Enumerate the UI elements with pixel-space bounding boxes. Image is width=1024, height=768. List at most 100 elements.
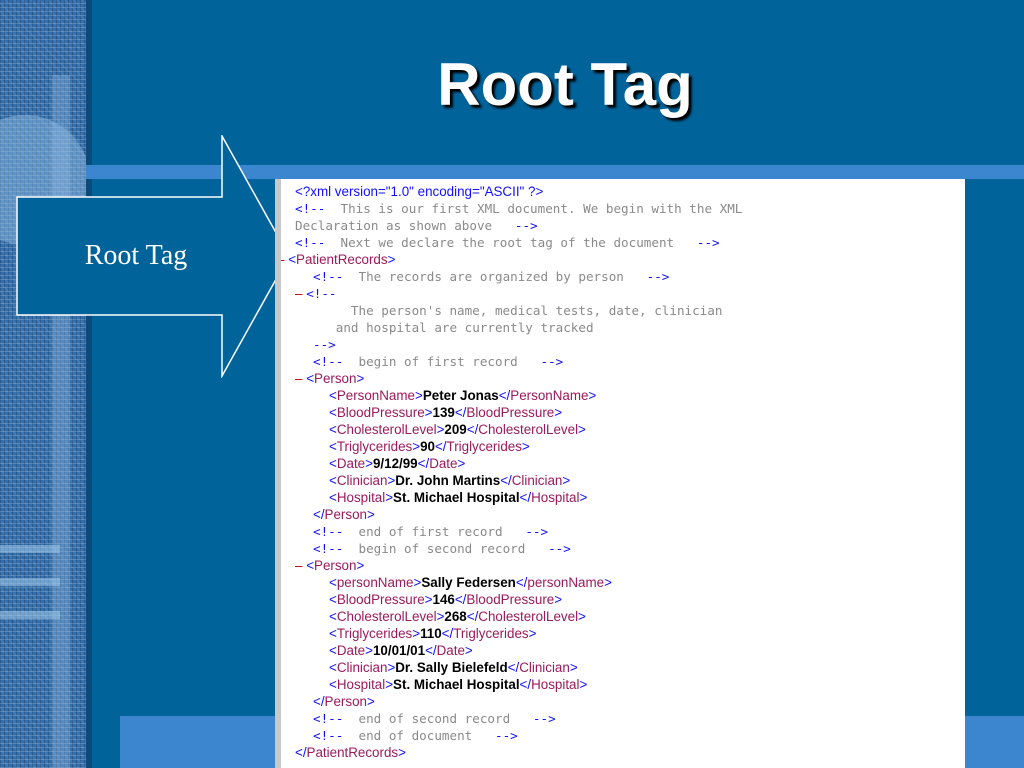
element-tag: Date — [336, 456, 366, 471]
comment-open: <!-- — [295, 235, 326, 250]
hospital-value: St. Michael Hospital — [393, 490, 520, 505]
element-tag: personName — [336, 575, 414, 590]
collapse-toggle[interactable]: – — [295, 558, 303, 573]
collapse-toggle[interactable]: – — [277, 252, 285, 267]
comment-close: --> — [525, 524, 549, 539]
comment-open: <!-- — [313, 541, 344, 556]
blood-pressure-value: 139 — [432, 405, 455, 420]
element-tag: Hospital — [531, 490, 580, 505]
element-tag: BloodPressure — [336, 405, 425, 420]
comment-close: --> — [514, 218, 538, 233]
person-tag: Person — [314, 371, 357, 386]
xml-line: <!-- end of second record --> — [295, 710, 742, 727]
xml-line: <personName>Sally Federsen</personName> — [329, 575, 612, 590]
element-tag: Date — [436, 643, 465, 658]
element-tag: Triglycerides — [336, 439, 413, 454]
comment-text: The person's name, medical tests, date, … — [313, 303, 723, 318]
xml-line: <Date>9/12/99</Date> — [329, 456, 466, 471]
decorative-stripe — [86, 165, 1024, 179]
comment-open: <!-- — [313, 711, 344, 726]
xml-line: <Date>10/01/01</Date> — [329, 643, 473, 658]
comment-close: --> — [540, 354, 564, 369]
xml-line: – <Person> — [295, 371, 365, 386]
xml-line: <!-- end of first record --> — [295, 523, 742, 540]
xml-line: <!-- begin of first record --> — [295, 353, 742, 370]
xml-line: – <!-- — [295, 285, 742, 302]
person-name-value: Peter Jonas — [422, 388, 499, 403]
xml-line: <!-- end of document --> — [295, 727, 742, 744]
comment-text: begin of second record — [343, 541, 549, 556]
element-tag: Hospital — [336, 490, 386, 505]
element-tag: BloodPressure — [466, 405, 555, 420]
clinician-value: Dr. Sally Bielefeld — [395, 660, 508, 675]
xml-line: – <PatientRecords> — [277, 252, 396, 267]
comment-open: <!-- — [313, 269, 344, 284]
xml-line: The person's name, medical tests, date, … — [295, 302, 742, 319]
date-value: 9/12/99 — [372, 456, 418, 471]
xml-line: <BloodPressure>139</BloodPressure> — [329, 405, 563, 420]
element-tag: Clinician — [519, 660, 570, 675]
cholesterol-value: 209 — [444, 422, 467, 437]
xml-line: and hospital are currently tracked — [295, 319, 742, 336]
element-tag: Triglycerides — [446, 439, 522, 454]
xml-line: <?xml version="1.0" encoding="ASCII" ?> — [295, 183, 742, 200]
collapse-toggle[interactable]: – — [295, 286, 303, 301]
blood-pressure-value: 146 — [432, 592, 455, 607]
element-tag: Hospital — [336, 677, 386, 692]
comment-open: <!-- — [313, 728, 344, 743]
xml-line: <!-- This is our first XML document. We … — [295, 200, 742, 217]
xml-line: <!-- The records are organized by person… — [295, 268, 742, 285]
comment-close: --> — [646, 269, 670, 284]
element-tag: Clinician — [511, 473, 563, 488]
xml-declaration: <?xml version="1.0" encoding="ASCII" ?> — [295, 184, 544, 199]
element-tag: CholesterolLevel — [478, 609, 579, 624]
xml-line: </Person> — [313, 694, 375, 709]
comment-close: --> — [495, 728, 518, 743]
xml-code: <?xml version="1.0" encoding="ASCII" ?> … — [281, 183, 742, 761]
person-tag: Person — [324, 694, 367, 709]
element-tag: CholesterolLevel — [336, 609, 437, 624]
comment-text: Declaration as shown above — [295, 218, 515, 233]
xml-line: – <Person> — [295, 558, 365, 573]
xml-line: <Triglycerides>110</Triglycerides> — [329, 626, 537, 641]
comment-close: --> — [548, 541, 571, 556]
xml-line: </Person> — [313, 507, 375, 522]
element-tag: Triglycerides — [453, 626, 529, 641]
hospital-value: St. Michael Hospital — [393, 677, 520, 692]
comment-text: end of first record — [343, 524, 526, 539]
xml-line: <!-- Next we declare the root tag of the… — [295, 234, 742, 251]
person-tag: Person — [324, 507, 367, 522]
comment-open: <!-- — [313, 524, 344, 539]
element-tag: CholesterolLevel — [336, 422, 437, 437]
collapse-toggle[interactable]: – — [295, 371, 303, 386]
cholesterol-value: 268 — [444, 609, 467, 624]
element-tag: Clinician — [336, 660, 388, 675]
comment-open: <!-- — [295, 201, 326, 216]
decorative-sidebar — [0, 0, 90, 768]
decorative-bar — [0, 578, 60, 586]
comment-close: --> — [696, 235, 720, 250]
xml-line: <CholesterolLevel>209</CholesterolLevel> — [329, 422, 586, 437]
element-tag: Date — [429, 456, 458, 471]
comment-text: end of second record — [343, 711, 533, 726]
element-tag: PersonName — [336, 388, 415, 403]
comment-text: Next we declare the root tag of the docu… — [325, 235, 697, 250]
right-arrow-icon — [16, 135, 290, 378]
element-tag: PersonName — [510, 388, 589, 403]
element-tag: personName — [527, 575, 605, 590]
date-value: 10/01/01 — [372, 643, 426, 658]
element-tag: Triglycerides — [336, 626, 413, 641]
triglycerides-value: 110 — [420, 626, 442, 641]
element-tag: Hospital — [531, 677, 580, 692]
comment-text: end of document — [343, 728, 495, 743]
comment-text: and hospital are currently tracked — [313, 320, 594, 335]
xml-line: <PersonName>Peter Jonas</PersonName> — [329, 388, 597, 403]
root-tag: PatientRecords — [296, 252, 388, 267]
comment-text: This is our first XML document. We begin… — [325, 201, 743, 216]
person-name-value: Sally Federsen — [421, 575, 516, 590]
slide-title: Root Tag — [437, 51, 693, 118]
xml-line: <Clinician>Dr. John Martins</Clinician> — [329, 473, 571, 488]
xml-line: <CholesterolLevel>268</CholesterolLevel> — [329, 609, 586, 624]
root-tag: PatientRecords — [306, 745, 399, 760]
triglycerides-value: 90 — [420, 439, 435, 454]
